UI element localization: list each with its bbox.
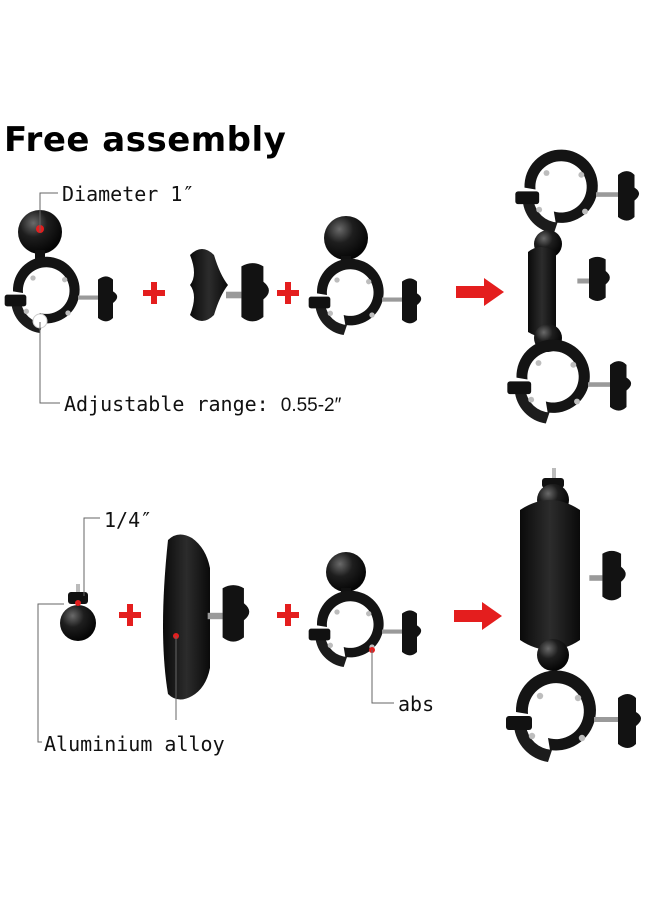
clamp-icon (507, 339, 632, 424)
plus-icon (277, 282, 299, 304)
clamp-with-ball-part (4, 210, 118, 333)
ball-icon (326, 552, 366, 592)
adjustable-range-label: Adjustable range: 0.55-2″ (64, 392, 341, 417)
clamp-icon (515, 149, 640, 234)
plus-icon (277, 604, 299, 626)
plus-icon (143, 282, 165, 304)
diameter-leader-line (39, 192, 58, 232)
clamp-with-ball-part (308, 552, 422, 667)
knob-icon (589, 550, 626, 601)
ball-icon (60, 605, 96, 641)
diameter-label: Diameter 1″ (62, 182, 195, 206)
ball-stud-part (60, 584, 96, 641)
clamp-icon (308, 258, 422, 335)
thread-leader-line (83, 517, 100, 596)
adjustable-range-value: 0.55-2″ (280, 395, 342, 416)
knob-icon (577, 256, 610, 301)
arrow-right-icon (454, 602, 502, 630)
plus-icon (119, 604, 141, 626)
abs-leader-line (371, 650, 394, 704)
clamp-icon (308, 590, 422, 667)
adjustable-range-text: Adjustable range: (64, 392, 269, 416)
abs-label: abs (398, 692, 435, 716)
long-socket-arm-part (163, 534, 250, 700)
alloy-leader-line (37, 603, 64, 743)
thread-size-label: 1/4″ (104, 508, 153, 532)
double-socket-arm-part (190, 249, 269, 322)
assembled-double-clamp-mount (507, 149, 640, 424)
ball-icon (324, 216, 368, 260)
knob-icon (226, 263, 269, 322)
marker-dot (75, 600, 81, 606)
aluminium-alloy-label: Aluminium alloy (44, 732, 225, 756)
assembled-long-arm-mount (506, 468, 641, 762)
adjustable-leader-line (39, 322, 60, 404)
clamp-icon (4, 256, 118, 333)
knob-icon (207, 585, 250, 642)
page-title: Free assembly (4, 120, 287, 160)
arrow-right-icon (456, 278, 504, 306)
clamp-with-ball-part (308, 216, 422, 335)
clamp-icon (506, 670, 641, 762)
